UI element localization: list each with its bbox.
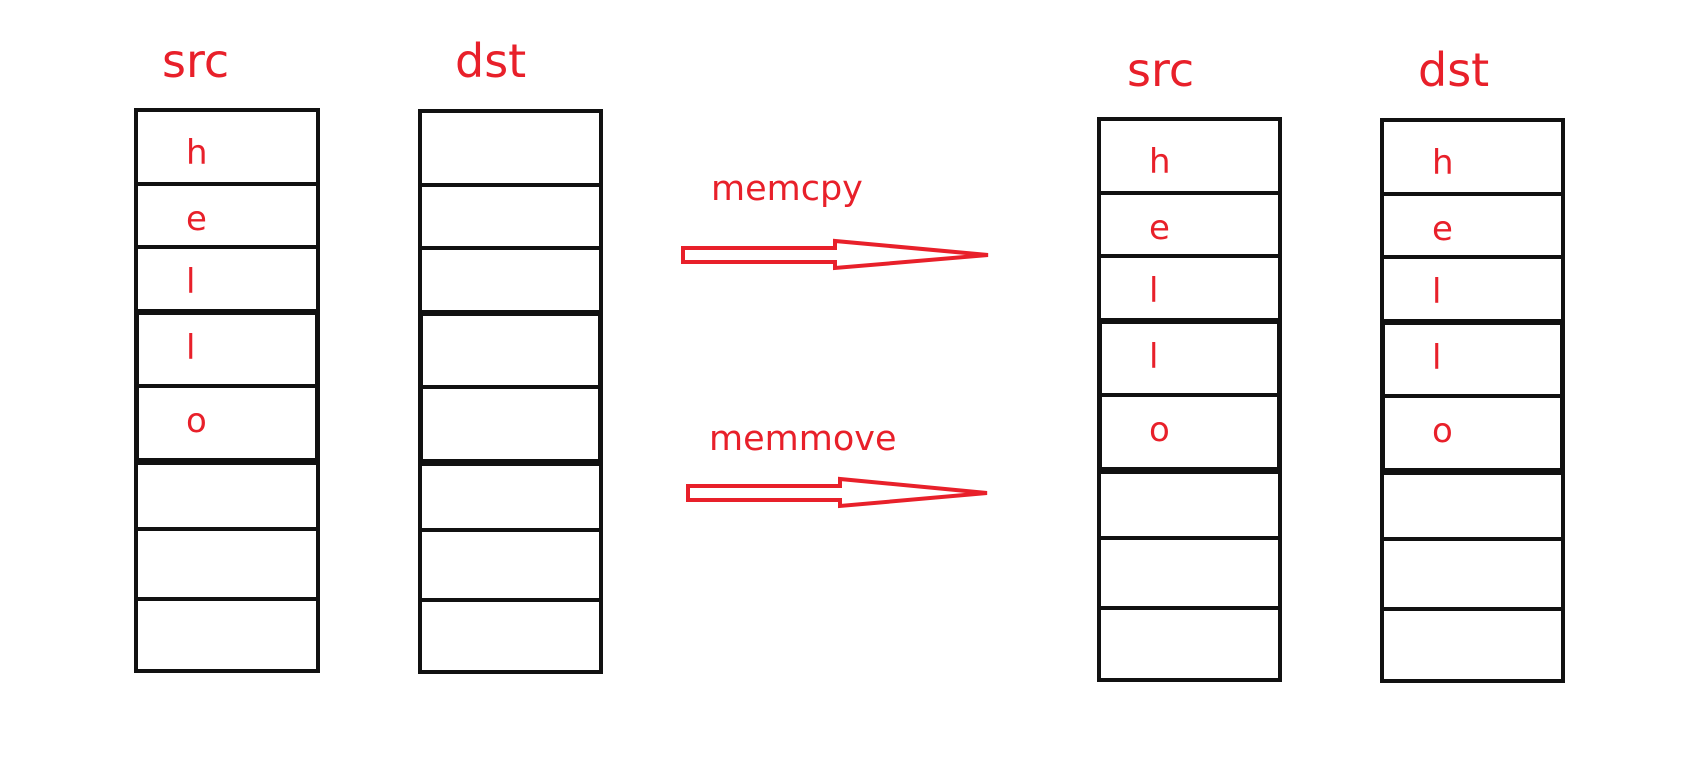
before-src-cell-char-0: h	[186, 133, 208, 173]
after-src-title: src	[1127, 43, 1195, 97]
after-dst-cell-2: l	[1384, 255, 1561, 321]
after-dst-cell-4: o	[1384, 394, 1561, 471]
after-dst-cell-char-1: e	[1432, 209, 1453, 249]
after-src-cell-5	[1101, 470, 1278, 536]
before-src-cell-2: l	[138, 245, 316, 311]
after-dst-cell-char-0: h	[1432, 143, 1454, 183]
before-dst-cell-5	[422, 462, 599, 528]
memcpy-label: memcpy	[711, 169, 863, 209]
after-src-cell-4: o	[1101, 393, 1278, 470]
after-src-cell-char-0: h	[1149, 142, 1171, 182]
after-src-cell-1: e	[1101, 191, 1278, 254]
after-dst-cell-char-4: o	[1432, 411, 1453, 451]
before-src-cell-3: l	[138, 311, 316, 384]
before-dst-cell-7	[422, 598, 599, 670]
before-src-cell-0: h	[138, 112, 316, 182]
after-dst-cell-3: l	[1384, 321, 1561, 394]
before-src-cell-char-4: o	[186, 401, 207, 441]
after-dst-cell-6	[1384, 537, 1561, 607]
before-src-cell-4: o	[138, 384, 316, 461]
before-src-cell-7	[138, 597, 316, 669]
after-dst-cell-5	[1384, 471, 1561, 537]
after-dst-title: dst	[1418, 43, 1490, 97]
before-dst-cell-4	[422, 385, 599, 462]
after-src-cell-3: l	[1101, 320, 1278, 393]
after-dst-cell-7	[1384, 607, 1561, 679]
after-src-cell-char-2: l	[1149, 271, 1159, 311]
memcpy-arrow-icon	[681, 238, 989, 271]
before-dst-cell-1	[422, 183, 599, 246]
after-dst-cell-char-2: l	[1432, 272, 1442, 312]
after-src-cell-7	[1101, 606, 1278, 678]
before-dst-cell-0	[422, 113, 599, 183]
before-dst-cell-2	[422, 246, 599, 312]
before-src-cell-6	[138, 527, 316, 597]
before-src-cell-char-2: l	[186, 262, 196, 302]
before-dst-cell-3	[422, 312, 599, 385]
after-dst-cell-0: h	[1384, 122, 1561, 192]
before-src-cell-char-3: l	[186, 328, 196, 368]
before-dst-column	[418, 109, 603, 674]
before-dst-title: dst	[455, 34, 527, 88]
before-src-cell-char-1: e	[186, 199, 207, 239]
memmove-label: memmove	[709, 419, 897, 459]
after-dst-cell-1: e	[1384, 192, 1561, 255]
after-dst-cell-char-3: l	[1432, 338, 1442, 378]
before-src-cell-1: e	[138, 182, 316, 245]
before-src-cell-5	[138, 461, 316, 527]
before-dst-cell-6	[422, 528, 599, 598]
after-src-cell-char-3: l	[1149, 337, 1159, 377]
memmove-arrow-icon	[686, 476, 988, 509]
after-src-cell-char-1: e	[1149, 208, 1170, 248]
before-src-title: src	[162, 34, 230, 88]
after-src-cell-6	[1101, 536, 1278, 606]
after-src-cell-2: l	[1101, 254, 1278, 320]
after-src-cell-0: h	[1101, 121, 1278, 191]
after-src-cell-char-4: o	[1149, 410, 1170, 450]
